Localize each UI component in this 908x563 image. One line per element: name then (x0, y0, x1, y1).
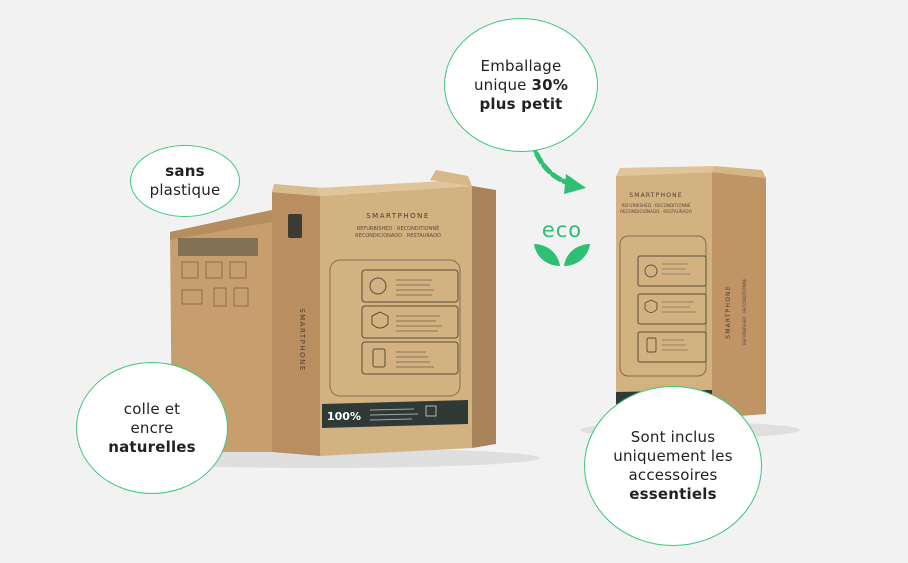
bubble-text-bold: plus petit (479, 94, 563, 113)
feature-box-unlocked (361, 341, 459, 375)
right-phone-icon (646, 337, 657, 353)
right-award-icon (644, 264, 658, 278)
left-side-vertical-label: SMARTPHONE (298, 308, 306, 372)
left-box-badge: 100% (327, 410, 361, 423)
right-box-front (616, 172, 712, 420)
bubble-packaging-smaller: Emballage unique 30% plus petit (444, 18, 598, 152)
right-box-title: SMARTPHONE (629, 192, 683, 199)
leaves-icon (534, 244, 590, 266)
bubble-text-line2: unique 30% (474, 76, 568, 95)
award-icon (369, 277, 387, 295)
bubble-natural-glue-ink: colle et encre naturelles (76, 362, 228, 494)
bubble-text: uniquement les (613, 447, 733, 465)
feature-box-quality (361, 305, 459, 339)
left-box-subtitle-1: REFURBISHED · RECONDITIONNÉ (357, 224, 440, 232)
bubble-text: colle et (123, 399, 181, 418)
right-box-side (712, 172, 766, 418)
bubble-text: accessoires (628, 466, 718, 484)
bubble-no-plastic: sans plastique (130, 145, 240, 217)
phone-lock-icon (372, 348, 386, 368)
bubble-text: Sont inclus (630, 428, 716, 446)
right-side-vertical-label: SMARTPHONE (725, 285, 732, 339)
left-box-side-panel-2 (272, 192, 320, 456)
bubble-text-bold: sans (165, 162, 205, 180)
side-barcode (288, 214, 302, 238)
right-box: SMARTPHONE REFURBISHED · RECONDITIONNÉ R… (616, 166, 766, 420)
right-shield-icon (644, 299, 658, 313)
eco-logo: eco (530, 218, 594, 270)
right-side-subtitle: REFURBISHED · RECONDITIONNÉ (742, 279, 747, 345)
arrow-head-icon (564, 174, 586, 194)
eco-text: eco (541, 218, 583, 242)
right-box-subtitle-1: REFURBISHED · RECONDITIONNÉ (621, 203, 690, 208)
bubble-text-bold: 30% (531, 75, 569, 94)
feature-box-guarantee (361, 269, 459, 303)
shield-icon (371, 311, 389, 329)
phone-outline (329, 259, 461, 397)
bubble-essential-accessories: Sont inclus uniquement les accessoires e… (584, 386, 762, 546)
bubble-text-bold: essentiels (629, 485, 717, 503)
left-box-title: SMARTPHONE (366, 212, 430, 220)
bubble-text: encre (130, 418, 174, 437)
bubble-text: Emballage (480, 56, 562, 75)
right-box-subtitle-2: RECONDICIONADO · RESTAURADO (620, 209, 693, 214)
bubble-text: plastique (149, 181, 221, 199)
bubble-text: unique (473, 75, 527, 94)
left-box-subtitle-2: RECONDICIONADO · RESTAURADO (355, 233, 441, 239)
bubble-text-bold: naturelles (108, 437, 196, 456)
